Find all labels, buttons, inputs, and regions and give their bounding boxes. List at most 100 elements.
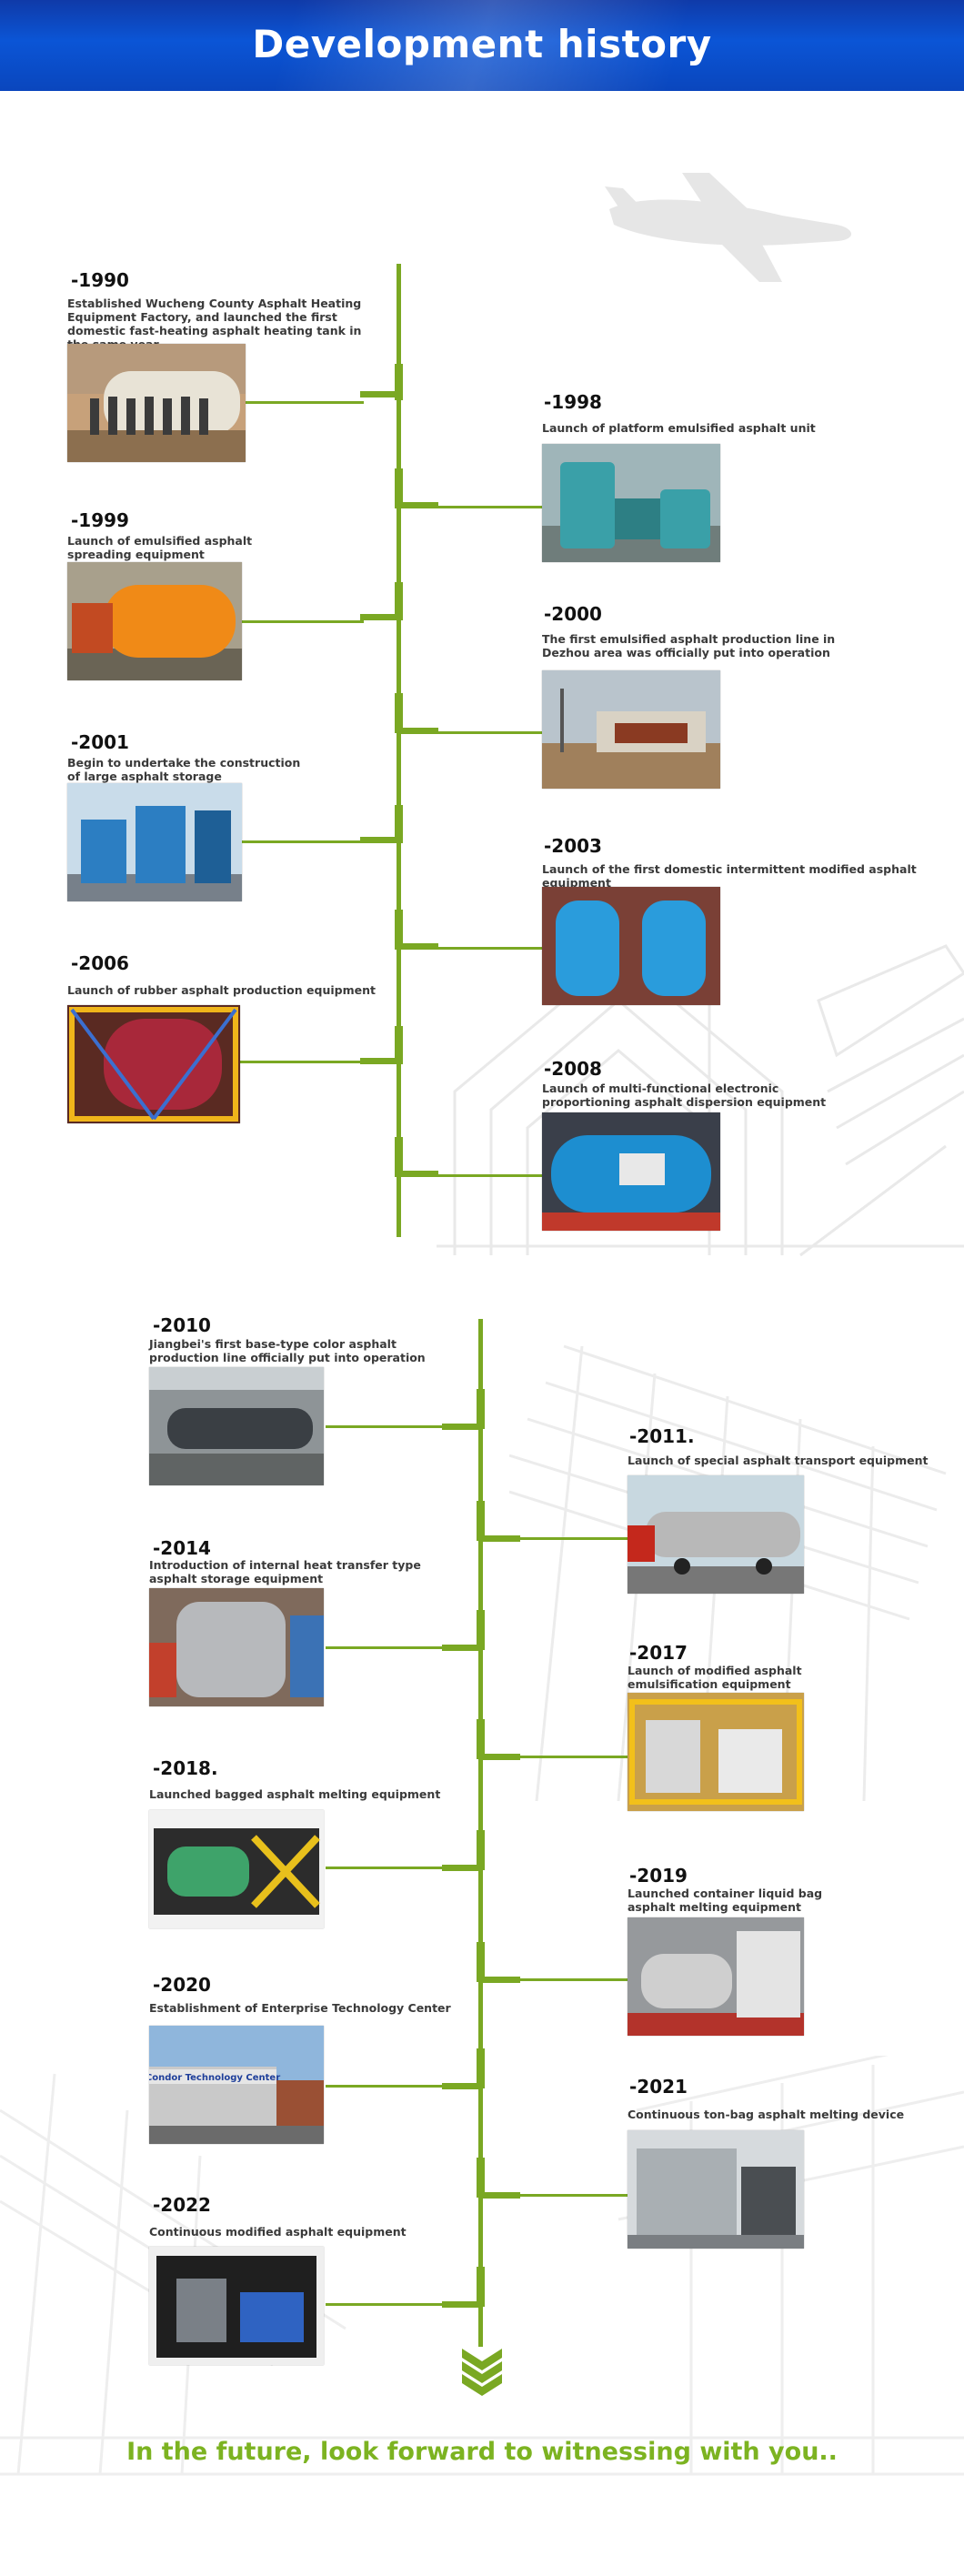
milestone-photo-2014 [149, 1588, 324, 1706]
timeline-marker [442, 2083, 482, 2089]
technology-center-sign: Condor Technology Center [149, 2073, 280, 2083]
milestone-text: Launched container liquid bag asphalt me… [628, 1887, 823, 1914]
timeline-marker [480, 1754, 520, 1760]
milestone-year: -2008 [544, 1058, 602, 1080]
milestone-year: -2010 [153, 1314, 211, 1336]
connector-line [240, 1061, 364, 1063]
timeline-tick [477, 1942, 485, 1982]
timeline-marker [442, 1865, 482, 1871]
timeline-marker [360, 614, 400, 620]
milestone-photo-1999 [67, 562, 242, 680]
milestone-text: Launch of special asphalt transport equi… [628, 1454, 929, 1467]
milestone-text: The first emulsified asphalt production … [542, 632, 836, 659]
timeline-marker [398, 1171, 438, 1177]
timeline-tick [395, 805, 403, 843]
milestone-text: Introduction of internal heat transfer t… [149, 1558, 421, 1585]
milestone-text: Launch of rubber asphalt production equi… [67, 983, 376, 997]
milestone-text: Launch of platform emulsified asphalt un… [542, 421, 816, 435]
milestone-text: Establishment of Enterprise Technology C… [149, 2001, 451, 2015]
timeline-trunk-1 [397, 264, 401, 1237]
milestone-year: -2022 [153, 2194, 211, 2216]
timeline-tick [395, 364, 403, 400]
milestone-text: Begin to undertake the construction of l… [67, 756, 301, 783]
connector-line [326, 1867, 446, 1869]
milestone-year: -2021 [629, 2076, 688, 2098]
milestone-year: -1998 [544, 391, 602, 413]
connector-line [326, 2085, 446, 2088]
milestone-year: -2000 [544, 603, 602, 625]
timeline-marker [360, 1058, 400, 1064]
timeline-marker [398, 943, 438, 950]
connector-line [242, 620, 364, 623]
milestone-photo-2018 [149, 1810, 324, 1928]
milestone-text: Launch of multi-functional electronic pr… [542, 1082, 827, 1109]
timeline-tick [395, 1137, 403, 1177]
milestone-year: -1999 [71, 509, 129, 531]
timeline-tick [395, 1026, 403, 1064]
timeline-tick [395, 582, 403, 620]
connector-line [518, 1756, 628, 1758]
connector-line [326, 1425, 446, 1428]
milestone-photo-2019 [628, 1917, 804, 2036]
milestone-year: -2020 [153, 1974, 211, 1996]
milestone-year: -2018. [153, 1757, 218, 1779]
header-shine [0, 0, 964, 91]
milestone-year: -2003 [544, 835, 602, 857]
timeline-marker [398, 502, 438, 508]
milestone-text: Established Wucheng County Asphalt Heati… [67, 297, 362, 351]
connector-line [518, 1537, 628, 1540]
milestone-text: Continuous ton-bag asphalt melting devic… [628, 2108, 905, 2121]
milestone-photo-2010 [149, 1367, 324, 1485]
airplane-icon [605, 173, 852, 282]
timeline-tick [477, 1719, 485, 1759]
timeline-tick [477, 1389, 485, 1429]
milestone-year: -2014 [153, 1537, 211, 1559]
connector-line [326, 1646, 446, 1649]
timeline-tick [477, 1501, 485, 1541]
connector-line [242, 840, 364, 843]
milestone-photo-1990 [67, 344, 246, 462]
timeline-marker [480, 1977, 520, 1983]
milestone-text: Launch of modified asphalt emulsificatio… [628, 1664, 802, 1691]
milestone-photo-2006 [67, 1005, 240, 1123]
page-header: Development history [0, 0, 964, 91]
connector-line [437, 506, 542, 508]
milestone-text: Jiangbei's first base-type color asphalt… [149, 1337, 426, 1364]
page-title: Development history [252, 22, 712, 66]
connector-line [518, 1978, 628, 1981]
milestone-text: Launched bagged asphalt melting equipmen… [149, 1787, 441, 1801]
milestone-year: -2017 [629, 1642, 688, 1664]
milestone-photo-2001 [67, 783, 242, 901]
timeline-tick [477, 2267, 485, 2307]
milestone-photo-2022 [149, 2247, 324, 2365]
milestone-photo-2021 [628, 2130, 804, 2249]
milestone-text: Launch of emulsified asphalt spreading e… [67, 534, 253, 561]
connector-line [518, 2194, 628, 2197]
milestone-year: -2011. [629, 1425, 695, 1447]
milestone-year: -2019 [629, 1865, 688, 1887]
connector-line [437, 1174, 542, 1177]
timeline-tick [395, 693, 403, 733]
timeline-marker [442, 1645, 482, 1651]
milestone-text: Continuous modified asphalt equipment [149, 2225, 407, 2239]
connector-line [437, 731, 542, 734]
milestone-year: -2006 [71, 952, 129, 974]
milestone-year: -1990 [71, 269, 129, 291]
timeline-marker [480, 2192, 520, 2199]
timeline-tick [477, 1610, 485, 1650]
timeline-marker [398, 728, 438, 734]
milestone-photo-1998 [542, 444, 720, 562]
milestone-photo-2000 [542, 670, 720, 789]
timeline-tick [477, 2158, 485, 2198]
timeline-tick [395, 910, 403, 950]
connector-line [246, 401, 364, 404]
timeline-marker [442, 1424, 482, 1430]
connector-line [326, 2303, 446, 2306]
timeline-marker [360, 391, 400, 397]
milestone-photo-2011 [628, 1475, 804, 1594]
timeline-tick [477, 1830, 485, 1870]
timeline-tick [477, 2048, 485, 2088]
connector-line [437, 947, 542, 950]
milestone-photo-2020: Condor Technology Center [149, 2026, 324, 2144]
timeline-marker [360, 837, 400, 843]
